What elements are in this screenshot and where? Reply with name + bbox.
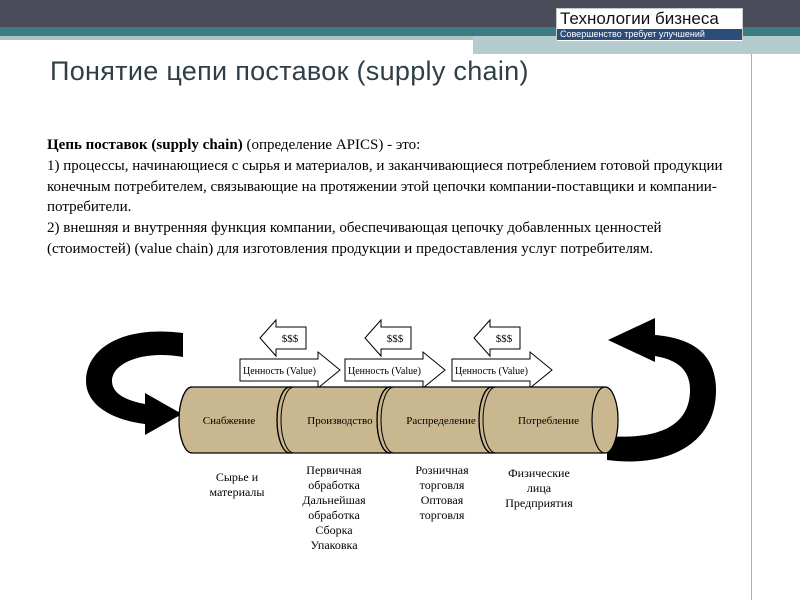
value-label: Ценность (Value) <box>348 366 421 377</box>
caption-line: лица <box>526 481 552 495</box>
company-logo: Технологии бизнеса Совершенство требует … <box>556 8 743 42</box>
left-loop-arrow <box>86 331 183 435</box>
caption-line: обработка <box>308 478 360 492</box>
money-label: $$$ <box>387 333 404 345</box>
caption-line: Сборка <box>315 523 353 537</box>
value-arrow: Ценность (Value) <box>239 350 341 390</box>
cylinder-end-cap <box>591 386 619 454</box>
stage-cylinder: Снабжение <box>178 386 304 454</box>
caption-line: Розничная <box>415 463 469 477</box>
page-title: Понятие цепи поставок (supply chain) <box>50 56 529 86</box>
caption-line: Первичная <box>306 463 362 477</box>
caption-line: Упаковка <box>310 538 358 552</box>
definition-item-1: 1) процессы, начинающиеся с сырья и мате… <box>47 158 723 215</box>
caption-line: обработка <box>308 508 360 522</box>
stage-label: Снабжение <box>203 415 256 427</box>
value-label: Ценность (Value) <box>455 366 528 377</box>
definition-term-paren: (supply chain) <box>151 137 243 153</box>
caption-line: Дальнейшая <box>302 493 366 507</box>
definition-text: Цепь поставок (supply chain) (определени… <box>47 135 747 260</box>
definition-lead: Цепь поставок (supply chain) (определени… <box>47 135 747 156</box>
logo-title: Технологии бизнеса <box>560 9 719 28</box>
money-label: $$$ <box>496 333 513 345</box>
caption-line: материалы <box>209 485 265 499</box>
definition-term: Цепь поставок <box>47 137 148 153</box>
caption-line: Предприятия <box>505 496 573 510</box>
slide-frame-line <box>751 54 752 600</box>
stage-label: Распределение <box>406 415 476 427</box>
caption-line: Физические <box>508 466 570 480</box>
stage-cylinder: Распределение <box>376 386 506 454</box>
money-arrow: $$$ <box>473 318 521 358</box>
money-arrow: $$$ <box>259 318 307 358</box>
value-arrow: Ценность (Value) <box>451 350 553 390</box>
header-stripe <box>0 27 800 36</box>
logo-subtitle: Совершенство требует улучшений <box>557 29 742 40</box>
definition-item-2: 2) внешняя и внутренняя функция компании… <box>47 220 662 257</box>
right-loop-arrow <box>607 318 716 462</box>
value-label: Ценность (Value) <box>243 366 316 377</box>
caption-line: торговля <box>419 478 465 492</box>
stage-label: Потребление <box>518 415 579 427</box>
definition-source: (определение APICS) - это: <box>242 137 421 153</box>
stage-label: Производство <box>307 415 373 427</box>
money-arrow: $$$ <box>364 318 412 358</box>
caption-line: торговля <box>419 508 465 522</box>
header-stripe-light <box>0 36 473 40</box>
caption-line: Оптовая <box>420 493 464 507</box>
caption-line: Сырье и <box>215 470 259 484</box>
money-label: $$$ <box>282 333 299 345</box>
value-arrow: Ценность (Value) <box>344 350 446 390</box>
